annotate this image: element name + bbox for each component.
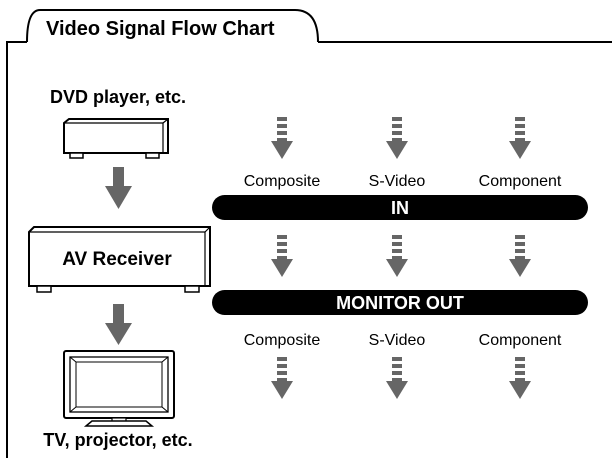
dashed-arrow-in-svideo	[386, 117, 408, 159]
dashed-arrow-in-composite	[271, 117, 293, 159]
tv-monitor-icon	[63, 350, 175, 427]
title-tab	[26, 9, 319, 43]
dvd-player-icon	[63, 118, 169, 159]
arrow-receiver-to-display	[105, 304, 132, 345]
in-bar-label: IN	[391, 198, 409, 218]
dashed-arrow-out-svideo	[386, 357, 408, 399]
arrow-dvd-to-receiver	[105, 167, 132, 209]
receiver-label: AV Receiver	[62, 249, 172, 270]
dashed-arrow-mid-composite	[271, 235, 293, 277]
in-bar	[212, 195, 588, 220]
output-signal-composite: Composite	[244, 332, 321, 349]
output-signal-component: Component	[479, 332, 562, 349]
input-signal-composite: Composite	[244, 173, 321, 190]
monitor-out-bar-label: MONITOR OUT	[336, 293, 464, 313]
chart-title: Video Signal Flow Chart	[46, 18, 275, 40]
av-receiver-device	[28, 226, 211, 293]
dashed-arrow-mid-component	[509, 235, 531, 277]
dashed-arrow-in-component	[509, 117, 531, 159]
input-signal-svideo: S-Video	[369, 173, 426, 190]
output-signal-svideo: S-Video	[369, 332, 426, 349]
frame-border	[6, 41, 612, 458]
monitor-out-bar	[212, 290, 588, 315]
dashed-arrow-mid-svideo	[386, 235, 408, 277]
dashed-arrow-out-composite	[271, 357, 293, 399]
dashed-arrow-out-component	[509, 357, 531, 399]
display-device-label: TV, projector, etc.	[43, 430, 192, 450]
input-signal-component: Component	[479, 173, 562, 190]
source-device-label: DVD player, etc.	[50, 87, 186, 107]
